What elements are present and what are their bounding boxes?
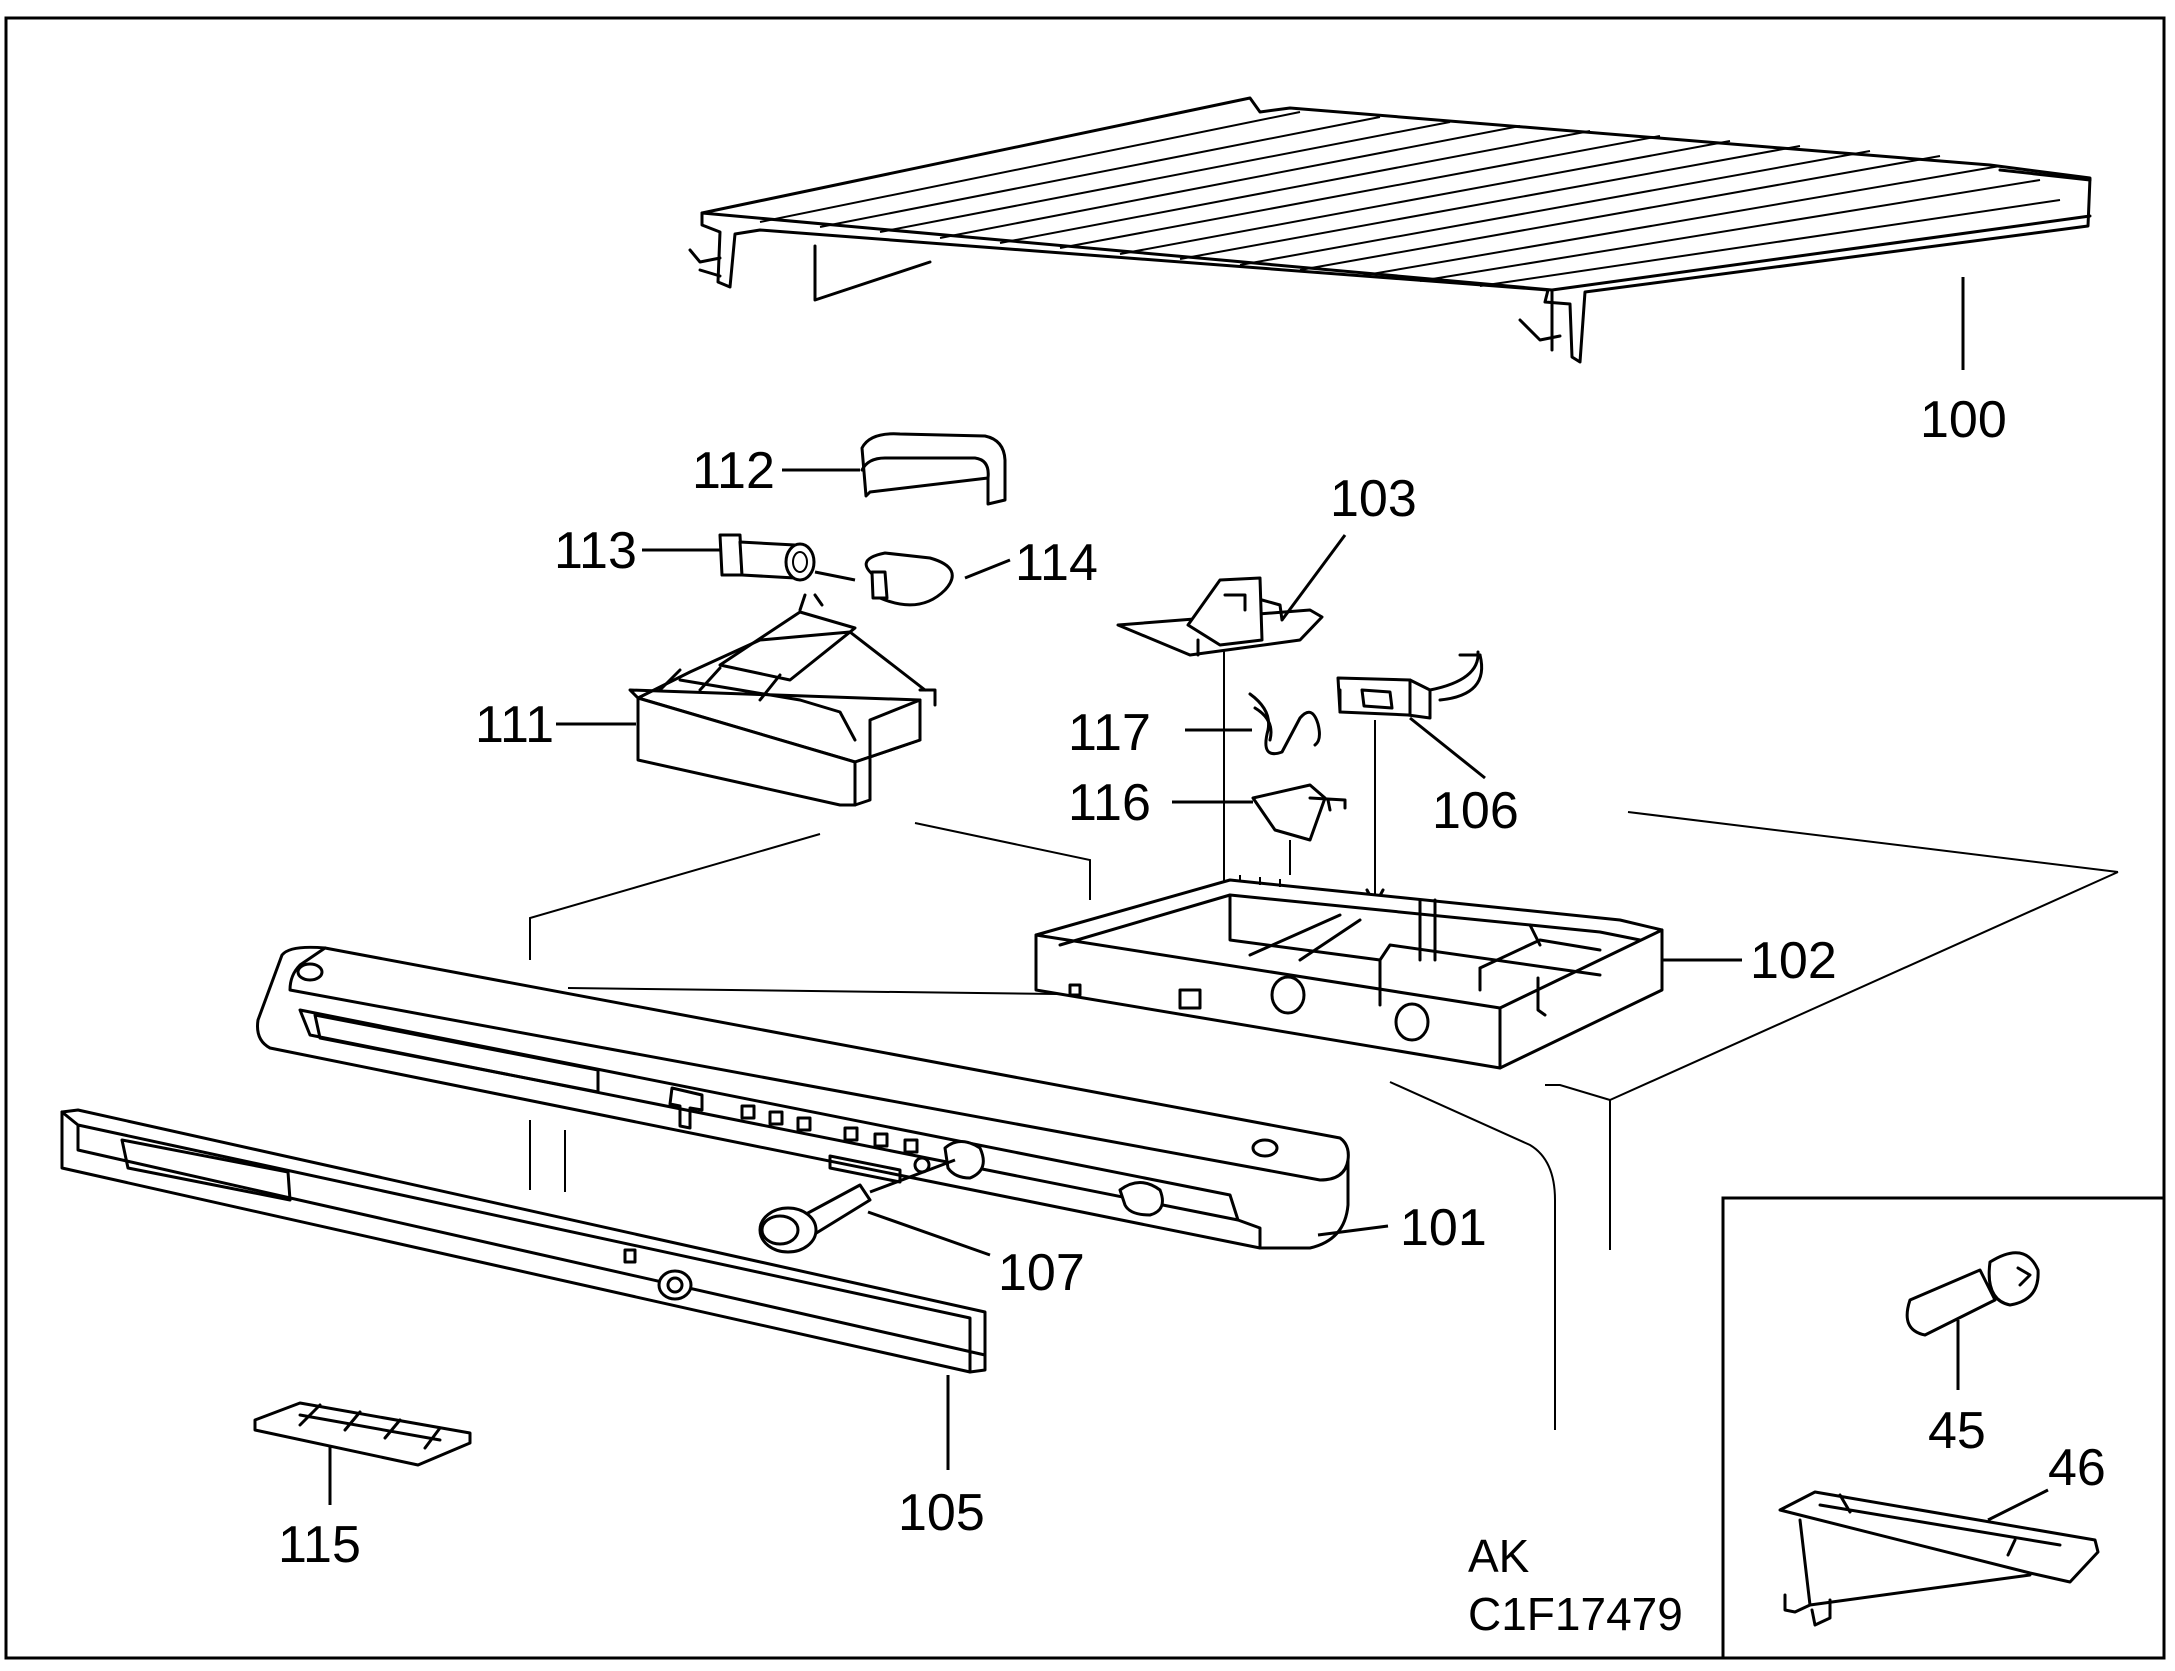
part-number-101: 101 bbox=[1400, 1199, 1487, 1257]
part-number-113: 113 bbox=[554, 522, 637, 580]
part-number-111: 111 bbox=[475, 696, 554, 754]
switch-part bbox=[1336, 650, 1484, 720]
leader-107b bbox=[867, 1210, 991, 1257]
part-number-46: 46 bbox=[2048, 1439, 2106, 1497]
leader-114 bbox=[814, 570, 856, 582]
leader-107a bbox=[869, 1158, 956, 1194]
support-bracket-part bbox=[1778, 1490, 2100, 1627]
part-number-117: 117 bbox=[1068, 704, 1151, 762]
control-panel-part bbox=[256, 945, 1350, 1250]
lamp-housing-part bbox=[628, 593, 937, 807]
knob-cap-part bbox=[1905, 1251, 2040, 1337]
leader-114b bbox=[964, 558, 1011, 580]
part-number-115: 115 bbox=[278, 1516, 361, 1574]
part-number-107: 107 bbox=[998, 1244, 1085, 1302]
drawing-code-line1: AK bbox=[1468, 1530, 1530, 1582]
holder-part bbox=[1251, 783, 1347, 842]
lamp-socket-part bbox=[718, 533, 816, 582]
part-number-45: 45 bbox=[1928, 1402, 1986, 1460]
knob-shaft-part bbox=[758, 1183, 872, 1254]
control-box-part bbox=[1034, 875, 1664, 1070]
part-number-106: 106 bbox=[1432, 782, 1519, 840]
part-number-114: 114 bbox=[1015, 534, 1098, 592]
lamp-cover-part bbox=[860, 432, 1007, 506]
part-number-100: 100 bbox=[1920, 391, 2007, 449]
drawing-frame bbox=[4, 16, 2166, 1660]
shelf-frame-part bbox=[688, 96, 2092, 364]
fascia-strip-part bbox=[60, 1108, 987, 1374]
inset-box bbox=[1721, 1196, 2164, 1658]
cabinet-outline bbox=[529, 811, 2119, 1430]
clip-part bbox=[1248, 692, 1321, 756]
grille-part bbox=[253, 1401, 472, 1467]
drawing-code-line2: C1F17479 bbox=[1468, 1588, 1683, 1640]
part-number-116: 116 bbox=[1068, 774, 1151, 832]
leader-46 bbox=[1987, 1488, 2049, 1522]
bracket-part bbox=[1116, 576, 1324, 657]
part-number-102: 102 bbox=[1750, 932, 1837, 990]
leader-103 bbox=[1280, 534, 1347, 621]
bulb-part bbox=[864, 551, 954, 607]
part-number-105: 105 bbox=[898, 1484, 985, 1542]
leader-106 bbox=[1409, 716, 1486, 780]
leader-101 bbox=[1317, 1224, 1389, 1237]
part-number-103: 103 bbox=[1330, 470, 1417, 528]
part-number-112: 112 bbox=[692, 442, 775, 500]
